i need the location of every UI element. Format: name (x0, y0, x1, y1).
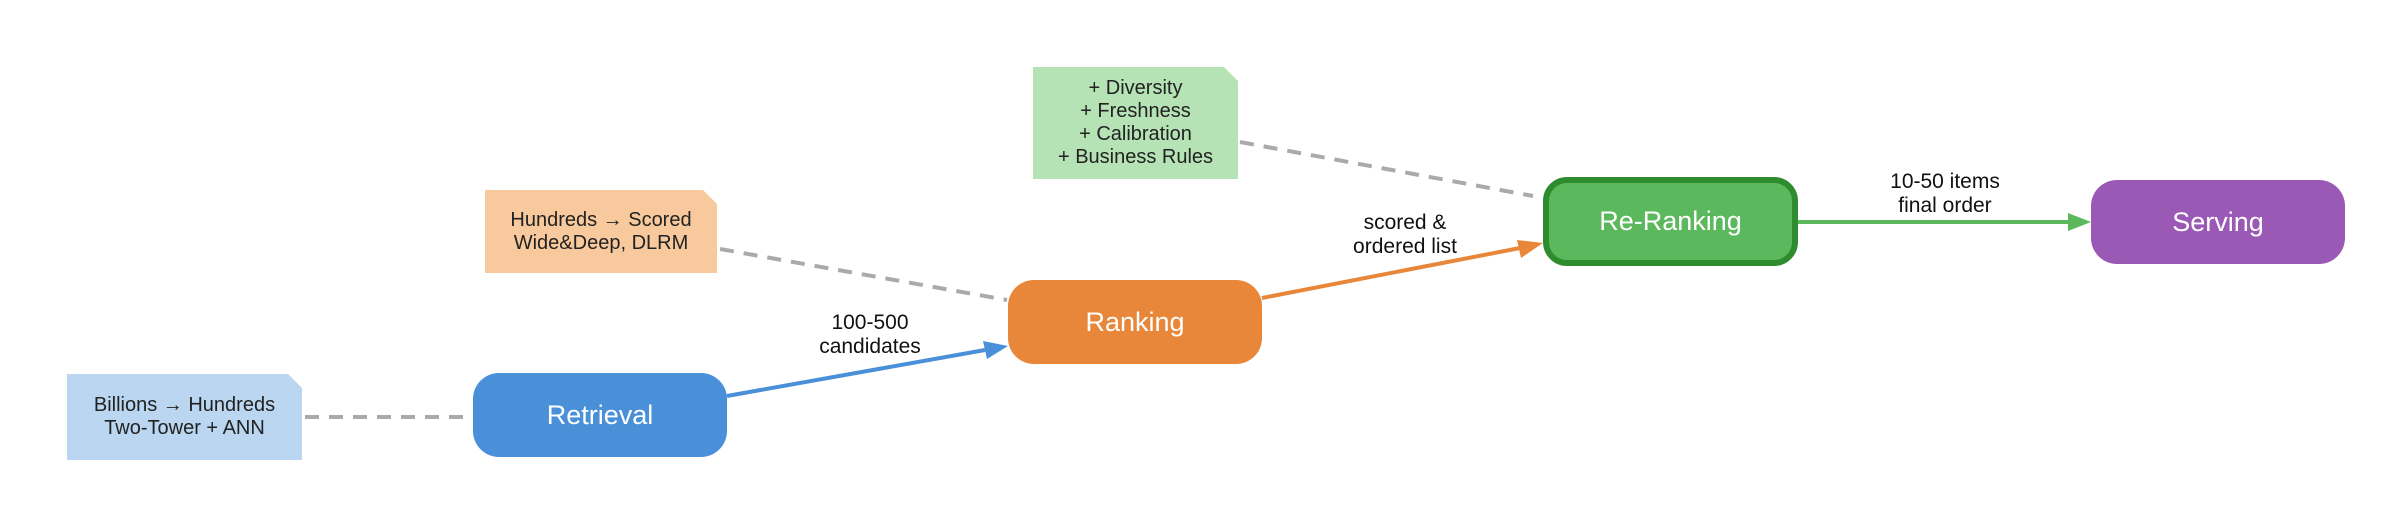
arrowhead-ranking (983, 341, 1008, 359)
retrieval-node[interactable]: Retrieval (473, 373, 727, 457)
edge-label-ranking-reranking-line-2: ordered list (1353, 235, 1457, 258)
reranking-note-line-4: + Business Rules (1057, 146, 1214, 168)
edge-label-reranking-serving-line-2: final order (1898, 194, 1992, 217)
ranking-note-line-2: Wide&Deep, DLRM (513, 231, 689, 254)
edge-label-retrieval-ranking: 100-500 candidates (790, 311, 950, 359)
ranking-note-line-1: Hundreds → Scored (510, 208, 692, 231)
edge-label-reranking-serving-line-1: 10-50 items (1890, 170, 2000, 193)
serving-node[interactable]: Serving (2091, 180, 2345, 264)
reranking-note-line-3: + Calibration (1079, 123, 1192, 145)
retrieval-node-label: Retrieval (546, 399, 654, 430)
edge-retrieval-ranking (726, 348, 986, 398)
arrowhead-reranking (1517, 240, 1543, 258)
edge-label-retrieval-ranking-line-2: candidates (819, 335, 921, 358)
reranking-note-line-1: + Diversity (1088, 77, 1183, 99)
reranking-node[interactable]: Re-Ranking (1543, 177, 1798, 266)
arrowhead-serving (2068, 213, 2091, 231)
retrieval-note-line-2: Two-Tower + ANN (104, 417, 265, 439)
ranking-node-label: Ranking (1085, 306, 1185, 337)
edge-label-reranking-serving: 10-50 items final order (1860, 170, 2030, 218)
ranking-note: Hundreds → Scored Wide&Deep, DLRM (485, 190, 717, 273)
ranking-note-connector (719, 247, 1008, 302)
serving-node-label: Serving (2172, 206, 2264, 237)
reranking-note: + Diversity + Freshness + Calibration + … (1033, 67, 1238, 179)
reranking-node-label: Re-Ranking (1599, 206, 1742, 236)
edge-label-ranking-reranking-line-1: scored & (1363, 211, 1447, 234)
ranking-node[interactable]: Ranking (1008, 280, 1262, 364)
edge-label-ranking-reranking: scored & ordered list (1320, 211, 1490, 259)
edge-label-retrieval-ranking-line-1: 100-500 (831, 311, 909, 334)
reranking-note-line-2: + Freshness (1080, 100, 1191, 122)
retrieval-note-line-1: Billions → Hundreds (93, 394, 276, 416)
reranking-note-connector (1239, 140, 1534, 198)
edge-ranking-reranking (1261, 246, 1521, 300)
retrieval-note: Billions → Hundreds Two-Tower + ANN (67, 374, 302, 460)
